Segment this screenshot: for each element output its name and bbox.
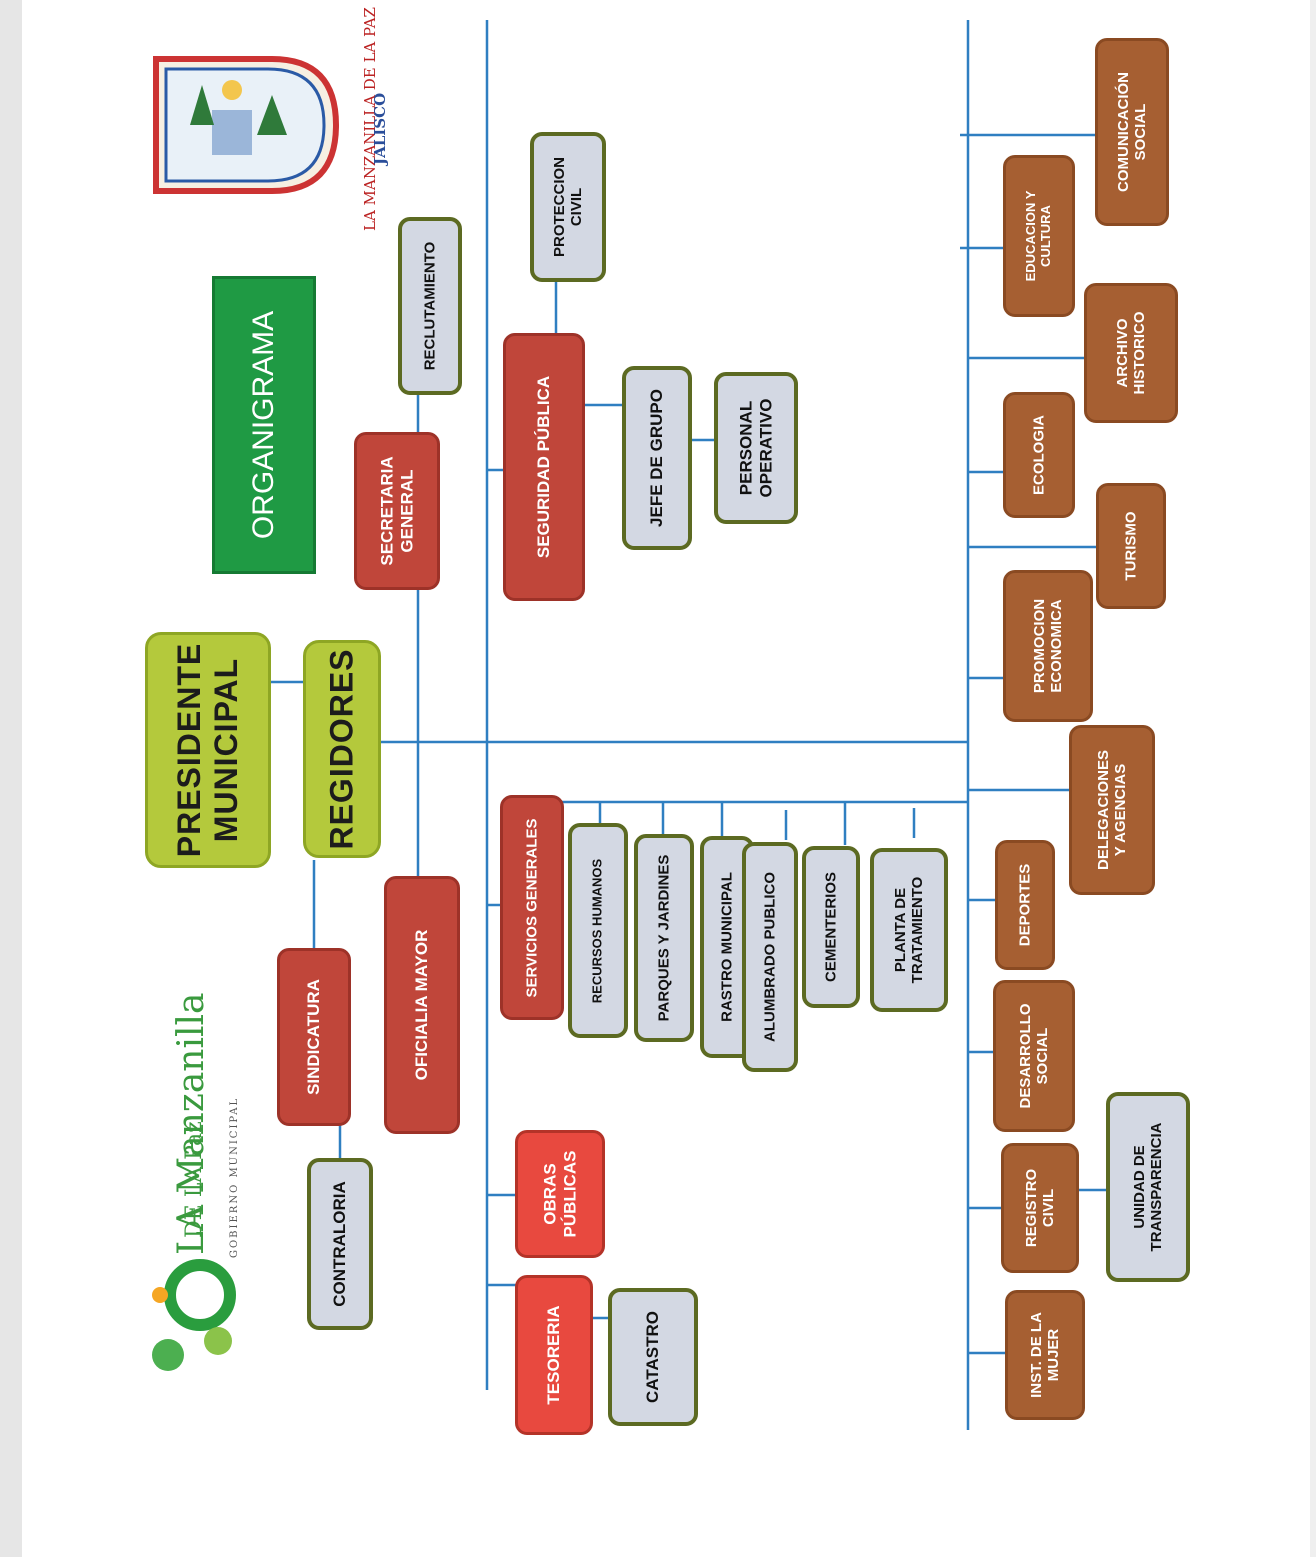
logo-town-name-2: DE LA Paz [182,1121,207,1238]
node-secretaria-general: SECRETARIA GENERAL [354,432,440,590]
node-delegaciones-y-agencias: DELEGACIONES Y AGENCIAS [1069,725,1155,895]
node-contraloria: CONTRALORIA [307,1158,373,1330]
node-reclutamiento: RECLUTAMIENTO [398,217,462,395]
node-regidores: REGIDORES [303,640,381,858]
node-obras-publicas: OBRAS PÚBLICAS [515,1130,605,1258]
node-catastro: CATASTRO [608,1288,698,1426]
node-seguridad-publica: SEGURIDAD PÚBLICA [503,333,585,601]
coat-of-arms [152,55,340,195]
scan-edge [1310,0,1316,1557]
node-alumbrado-publico: ALUMBRADO PUBLICO [742,842,798,1072]
node-personal-operativo: PERSONAL OPERATIVO [714,372,798,524]
shield-icon [153,56,340,194]
node-promocion-economica: PROMOCION ECONOMICA [1003,570,1093,722]
node-educacion-y-cultura: EDUCACION Y CULTURA [1003,155,1075,317]
scan-edge [0,0,22,1557]
chart-title: ORGANIGRAMA [212,276,316,574]
logo-subtitle: GOBIERNO MUNICIPAL [229,1096,240,1258]
node-deportes: DEPORTES [995,840,1055,970]
node-archivo-historico: ARCHIVO HISTORICO [1084,283,1178,423]
node-unidad-de-transparencia: UNIDAD DE TRANSPARENCIA [1106,1092,1190,1282]
seal-caption-state: JALISCO [371,92,389,165]
node-recursos-humanos: RECURSOS HUMANOS [568,823,628,1038]
node-desarrollo-social: DESARROLLO SOCIAL [993,980,1075,1132]
node-presidente-municipal: PRESIDENTE MUNICIPAL [145,632,271,868]
logo-emblem-icon [152,1259,236,1371]
node-ecologia: ECOLOGIA [1003,392,1075,518]
node-cementerios: CEMENTERIOS [802,846,860,1008]
municipal-logo [140,1255,250,1385]
node-parques-y-jardines: PARQUES Y JARDINES [634,834,694,1042]
node-tesoreria: TESORERIA [515,1275,593,1435]
node-servicios-generales: SERVICIOS GENERALES [500,795,564,1020]
node-turismo: TURISMO [1096,483,1166,609]
node-oficialia-mayor: OFICIALIA MAYOR [384,876,460,1134]
node-inst-de-la-mujer: INST. DE LA MUJER [1005,1290,1085,1420]
node-registro-civil: REGISTRO CIVIL [1001,1143,1079,1273]
node-jefe-de-grupo: JEFE DE GRUPO [622,366,692,550]
node-planta-de-tratamiento: PLANTA DE TRATAMIENTO [870,848,948,1012]
node-sindicatura: SINDICATURA [277,948,351,1126]
node-proteccion-civil: PROTECCION CIVIL [530,132,606,282]
node-comunicacion-social: COMUNICACIÓN SOCIAL [1095,38,1169,226]
